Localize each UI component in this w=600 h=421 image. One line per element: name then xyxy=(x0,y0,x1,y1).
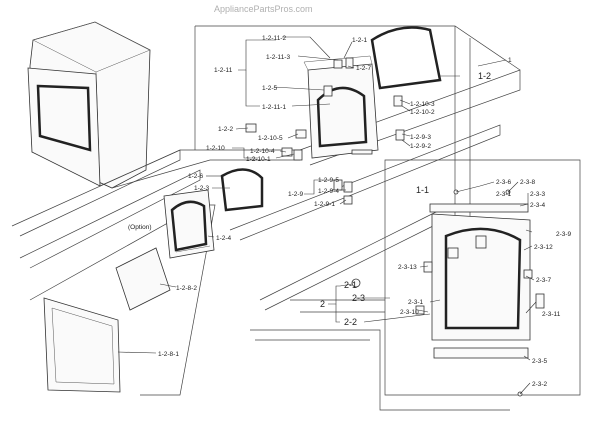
assembly-outline-panels xyxy=(11,25,581,411)
label-2-3-1-bottom: 2-3-1 xyxy=(408,299,424,306)
cabinet-door-window xyxy=(36,84,92,152)
label-1: 1 xyxy=(508,57,512,64)
inner-door-small-parts xyxy=(245,57,405,205)
label-2-3-12: 2-3-12 xyxy=(534,244,553,251)
label-1-2-1: 1-2-1 xyxy=(352,37,368,44)
label-1-2-9-4: 1-2-9-4 xyxy=(318,188,339,195)
label-2-3-4: 2-3-4 xyxy=(530,202,546,209)
label-2-3-5: 2-3-5 xyxy=(532,358,548,365)
label-1-2-10-3: 1-2-10-3 xyxy=(410,101,435,108)
door-trim-panel xyxy=(43,297,121,393)
label-1-2-5: 1-2-5 xyxy=(262,85,278,92)
label-1-2-9-3: 1-2-9-3 xyxy=(410,134,431,141)
door-front-frame xyxy=(351,189,545,397)
label-1-2-7: 1-2-7 xyxy=(356,65,372,72)
label-1-2: 1-2 xyxy=(478,71,491,81)
label-2-3-7: 2-3-7 xyxy=(536,277,552,284)
label-1-1: 1-1 xyxy=(416,185,429,195)
label-1-2-8-2: 1-2-8-2 xyxy=(176,285,197,292)
outer-door-panel xyxy=(163,189,215,259)
label-1-2-3: 1-2-3 xyxy=(194,185,210,192)
label-2-2: 2-2 xyxy=(344,317,357,327)
label-2-3-1-top: 2-3-1 xyxy=(496,191,512,198)
label-2-3: 2-3 xyxy=(352,293,365,303)
label-1-2-10-4: 1-2-10-4 xyxy=(250,148,275,155)
label-2-3-3: 2-3-3 xyxy=(530,191,546,198)
label-1-2-10-2: 1-2-10-2 xyxy=(410,109,435,116)
label-option: (Option) xyxy=(128,224,151,231)
dryer-cabinet xyxy=(27,21,151,189)
label-1-2-11: 1-2-11 xyxy=(214,67,233,74)
label-2-1: 2-1 xyxy=(344,280,357,290)
bottom-trim-bar xyxy=(433,347,529,359)
outer-door-gasket xyxy=(220,168,264,212)
label-1-2-10: 1-2-10 xyxy=(206,145,225,152)
door-glass-option xyxy=(115,247,171,311)
label-1-2-9-5: 1-2-9-5 xyxy=(318,177,339,184)
label-1-2-10-1: 1-2-10-1 xyxy=(246,156,271,163)
door-assembly-box xyxy=(384,159,581,396)
label-1-2-10-5: 1-2-10-5 xyxy=(258,135,283,142)
label-1-2-9: 1-2-9 xyxy=(288,191,304,198)
label-2-3-9: 2-3-9 xyxy=(556,231,572,238)
label-1-2-11-2: 1-2-11-2 xyxy=(262,35,286,42)
label-2-3-10: 2-3-10 xyxy=(400,309,419,316)
label-2-3-2: 2-3-2 xyxy=(532,381,548,388)
label-2-3-11: 2-3-11 xyxy=(542,311,561,318)
top-trim-bar xyxy=(429,203,529,213)
label-1-2-8-1: 1-2-8-1 xyxy=(158,351,179,358)
door-gasket-upper xyxy=(370,26,442,90)
label-1-2-9-1: 1-2-9-1 xyxy=(314,201,335,208)
leader-lines xyxy=(117,36,537,395)
label-1-2-4: 1-2-4 xyxy=(216,235,232,242)
label-1-2-2: 1-2-2 xyxy=(218,126,234,133)
label-2-3-13: 2-3-13 xyxy=(398,264,417,271)
watermark: AppliancePartsPros.com xyxy=(214,4,313,14)
label-1-2-9-2: 1-2-9-2 xyxy=(410,143,431,150)
part-labels: 1-2-11-2 1-2-1 1-2-11-3 1-2-7 1-2-11 1-2… xyxy=(128,35,572,388)
label-1-2-11-3: 1-2-11-3 xyxy=(266,54,290,61)
label-1-2-11-1: 1-2-11-1 xyxy=(262,104,286,111)
label-2-3-6: 2-3-6 xyxy=(496,179,512,186)
label-1-2-6: 1-2-6 xyxy=(188,173,204,180)
label-2-3-8: 2-3-8 xyxy=(520,179,536,186)
label-2: 2 xyxy=(320,299,325,309)
